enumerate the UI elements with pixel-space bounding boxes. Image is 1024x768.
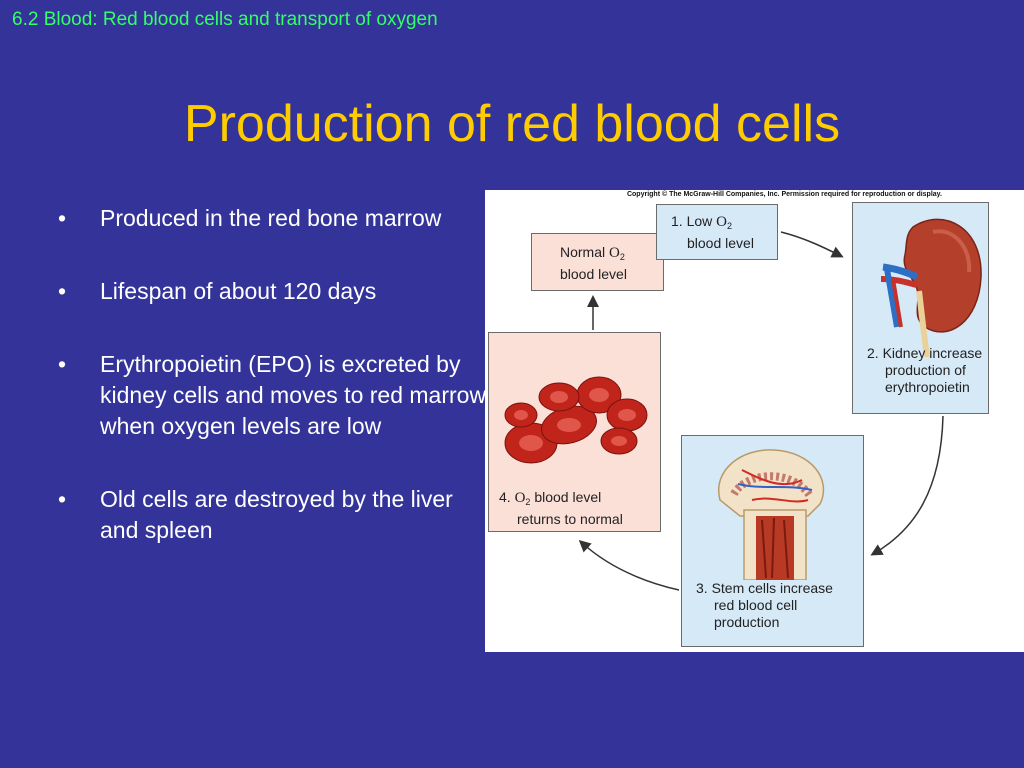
kidney-highlight (932, 229, 972, 273)
bullet-dot: • (58, 278, 67, 304)
red-blood-cells-illustration (504, 376, 648, 464)
bullet-item: • Produced in the red bone marrow (58, 203, 488, 234)
rbc-centers (514, 388, 636, 451)
bullet-text: Old cells are destroyed by the liver and… (100, 486, 453, 543)
cycle-arrows (578, 231, 944, 591)
slide-title: Production of red blood cells (183, 95, 841, 153)
step2-label: 2. Kidney increase production of erythro… (867, 345, 983, 395)
bullet-dot: • (58, 486, 67, 512)
step2-box: 2. Kidney increase production of erythro… (852, 202, 989, 414)
blood-vessel-blue (737, 483, 813, 491)
vessel-down (884, 268, 900, 328)
bullet-item: • Erythropoietin (EPO) is excreted by kid… (58, 349, 488, 442)
bullet-dot: • (58, 205, 67, 231)
bullet-list: • Produced in the red bone marrow • Lifesp… (58, 203, 488, 588)
bullet-dot: • (58, 351, 67, 377)
step4-label: 4. O2 blood level returns to normal (499, 489, 623, 527)
ureter (916, 290, 930, 357)
arrow-step2-to-step3 (870, 415, 944, 556)
bullet-item: • Lifespan of about 120 days (58, 276, 488, 307)
normal-o2-box: Normal O2 blood level (531, 233, 664, 291)
course-header: 6.2 Blood: Red blood cells and transport… (12, 9, 438, 30)
step3-box: 3. Stem cells increase red blood cell pr… (681, 435, 864, 647)
copyright-notice: Copyright © The McGraw-Hill Companies, I… (626, 191, 942, 198)
step1-box: 1. Low O2 blood level (656, 204, 778, 260)
marrow-streaks (761, 517, 789, 579)
normal-o2-label: Normal O2 blood level (560, 244, 627, 282)
step4-box: 4. O2 blood level returns to normal (488, 332, 661, 532)
kidney-illustration (880, 218, 982, 357)
step3-label: 3. Stem cells increase red blood cell pr… (696, 580, 833, 630)
arrow-step1-to-step2 (780, 231, 844, 258)
renal-artery (880, 276, 918, 288)
bone-marrow-illustration (717, 449, 825, 580)
blood-vessel-red (741, 469, 809, 503)
bullet-text: Produced in the red bone marrow (100, 205, 442, 231)
vessel-down-2 (891, 278, 903, 328)
bullet-text: Lifespan of about 120 days (100, 278, 377, 304)
erythropoiesis-figure: Copyright © The McGraw-Hill Companies, I… (485, 190, 1024, 652)
renal-vein (882, 263, 919, 281)
step1-label: 1. Low O2 blood level (671, 213, 754, 251)
bullet-item: • Old cells are destroyed by the liver an… (58, 484, 488, 546)
arrow-step3-to-step4 (578, 539, 680, 591)
bullet-text: Erythropoietin (EPO) is excreted by kidn… (100, 351, 487, 439)
